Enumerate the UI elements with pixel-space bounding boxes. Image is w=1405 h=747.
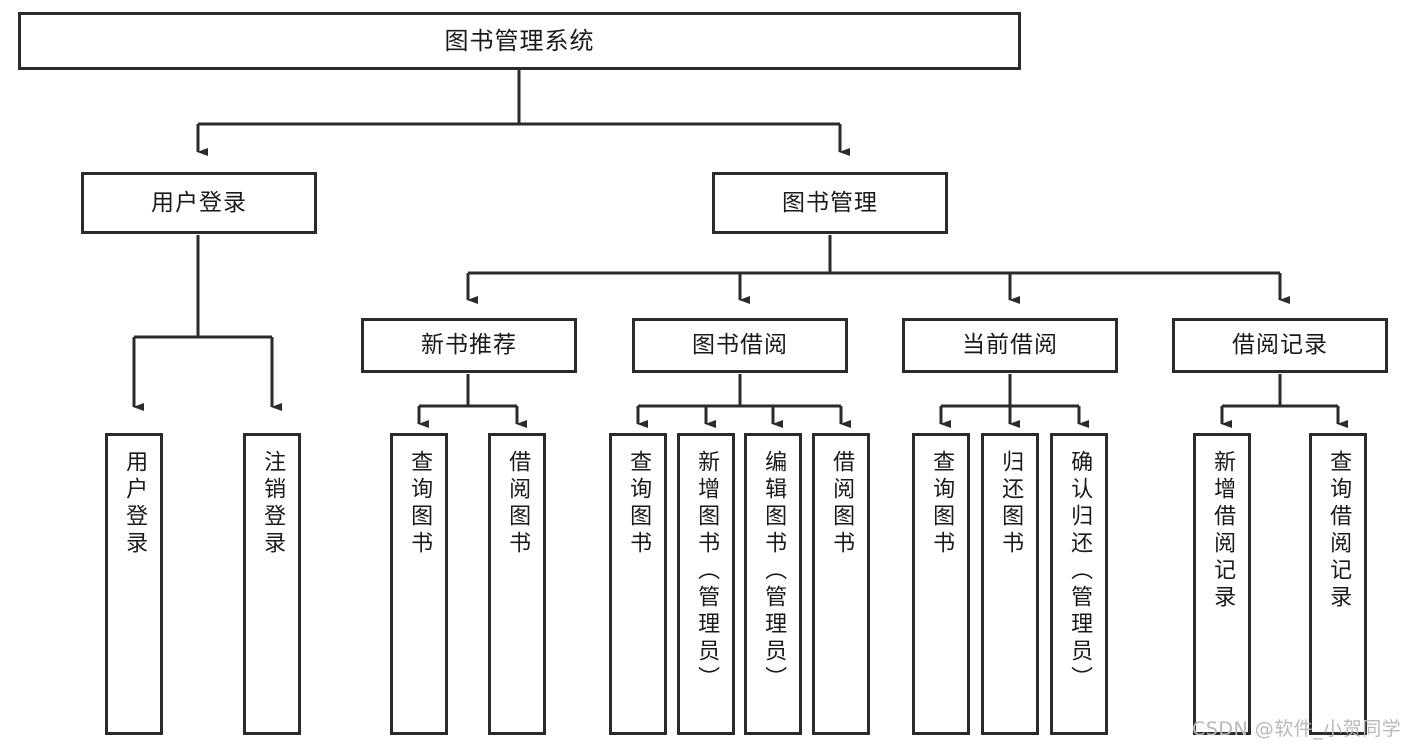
node-label: 查询图书 (626, 450, 652, 558)
node-label: 确认归还（管理员） (1067, 450, 1093, 693)
node-label: 当前借阅 (962, 332, 1058, 359)
node-label: 查询图书 (407, 450, 433, 558)
node-label: 新增借阅记录 (1210, 450, 1236, 612)
leaf-new-book-query[interactable]: 查询图书 (390, 433, 448, 735)
node-label: 用户登录 (151, 189, 247, 216)
leaf-user-login-login[interactable]: 用户登录 (105, 433, 163, 735)
leaf-book-borrow-add[interactable]: 新增图书（管理员） (677, 433, 735, 735)
node-borrow-record[interactable]: 借阅记录 (1172, 318, 1388, 373)
node-label: 新书推荐 (421, 332, 517, 359)
leaf-new-book-borrow[interactable]: 借阅图书 (488, 433, 546, 735)
leaf-user-login-logout[interactable]: 注销登录 (243, 433, 301, 735)
leaf-book-borrow-query[interactable]: 查询图书 (609, 433, 667, 735)
node-label: 图书管理系统 (444, 27, 595, 55)
watermark-text: CSDN @软件_小贺同学 (1192, 718, 1402, 740)
node-book-borrow[interactable]: 图书借阅 (632, 318, 848, 373)
node-label: 借阅记录 (1232, 332, 1328, 359)
node-label: 归还图书 (998, 450, 1024, 558)
node-book-management[interactable]: 图书管理 (712, 172, 948, 234)
node-user-login[interactable]: 用户登录 (81, 172, 317, 234)
node-label: 编辑图书（管理员） (761, 450, 787, 693)
node-root-system[interactable]: 图书管理系统 (18, 12, 1021, 70)
node-label: 借阅图书 (505, 450, 531, 558)
leaf-current-borrow-query[interactable]: 查询图书 (912, 433, 970, 735)
node-label: 借阅图书 (829, 450, 855, 558)
leaf-book-borrow-edit[interactable]: 编辑图书（管理员） (744, 433, 802, 735)
node-label: 图书管理 (782, 189, 878, 216)
node-label: 注销登录 (260, 450, 286, 558)
node-label: 新增图书（管理员） (694, 450, 720, 693)
leaf-book-borrow-borrow[interactable]: 借阅图书 (812, 433, 870, 735)
node-label: 查询借阅记录 (1326, 450, 1352, 612)
node-label: 图书借阅 (692, 332, 788, 359)
node-label: 查询图书 (929, 450, 955, 558)
node-current-borrow[interactable]: 当前借阅 (902, 318, 1118, 373)
node-new-book-recommend[interactable]: 新书推荐 (361, 318, 577, 373)
leaf-current-borrow-confirm[interactable]: 确认归还（管理员） (1050, 433, 1108, 735)
leaf-current-borrow-return[interactable]: 归还图书 (981, 433, 1039, 735)
node-label: 用户登录 (122, 450, 148, 558)
leaf-borrow-record-query[interactable]: 查询借阅记录 (1309, 433, 1367, 735)
leaf-borrow-record-add[interactable]: 新增借阅记录 (1193, 433, 1251, 735)
